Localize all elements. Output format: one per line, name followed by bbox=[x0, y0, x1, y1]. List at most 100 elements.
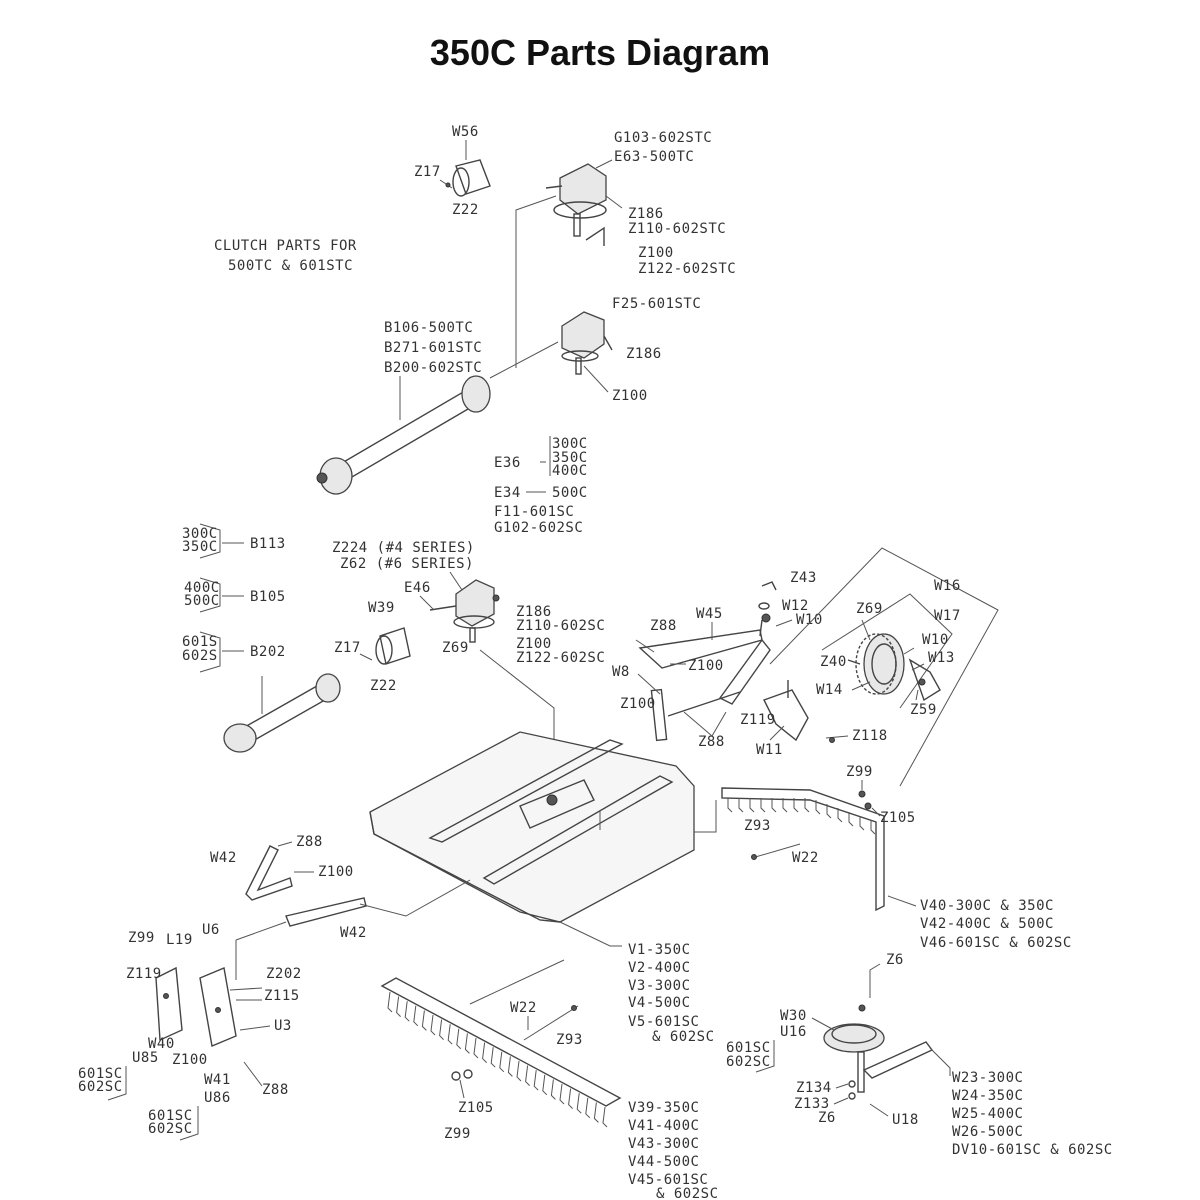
label-e34-500c: 500C bbox=[552, 485, 588, 501]
label-w22-a: W22 bbox=[792, 850, 819, 866]
wheel-assembly-w16 bbox=[769, 547, 999, 787]
blade-hook bbox=[815, 800, 821, 815]
label-v46: V46-601SC & 602SC bbox=[920, 935, 1072, 951]
label-u86-601sc: 601SC bbox=[148, 1108, 193, 1124]
blade-hook bbox=[542, 1074, 548, 1096]
blade-hook bbox=[490, 1047, 496, 1068]
blade-hook bbox=[760, 798, 766, 813]
bracket-assembly-left bbox=[155, 966, 263, 1047]
label-z186-top: Z186 bbox=[628, 206, 664, 222]
label-w14: W14 bbox=[816, 682, 843, 698]
blade-hook bbox=[533, 1070, 539, 1091]
blade-hook bbox=[727, 798, 733, 813]
label-z100-c: Z100 bbox=[516, 636, 552, 652]
label-w56: W56 bbox=[452, 124, 479, 140]
clutch-note-line1: CLUTCH PARTS FOR bbox=[214, 238, 357, 254]
blade-carrier bbox=[823, 1004, 934, 1100]
blade-hook bbox=[602, 1106, 608, 1128]
label-z6-a: Z6 bbox=[886, 952, 904, 968]
label-z186-mid: Z186 bbox=[626, 346, 662, 362]
bracket-w11 bbox=[763, 680, 809, 742]
blade-hook bbox=[396, 996, 401, 1017]
label-z105-b: Z105 bbox=[458, 1100, 494, 1116]
label-z22-top: Z22 bbox=[452, 202, 479, 218]
driveline-b106 bbox=[316, 375, 491, 495]
label-v45: V45-601SC bbox=[628, 1172, 708, 1188]
label-w17: W17 bbox=[934, 608, 961, 624]
blade-hook bbox=[507, 1056, 513, 1077]
blade-hook bbox=[826, 804, 832, 819]
label-b105-500c: 500C bbox=[184, 593, 220, 609]
label-z118: Z118 bbox=[852, 728, 888, 744]
label-e36-400c: 400C bbox=[552, 463, 588, 479]
label-z110-top: Z110-602STC bbox=[628, 221, 726, 237]
label-w23: W23-300C bbox=[952, 1070, 1023, 1086]
label-z59: Z59 bbox=[910, 702, 937, 718]
label-z122-c: Z122-602SC bbox=[516, 650, 605, 666]
blade-hook bbox=[870, 820, 876, 835]
label-z40: Z40 bbox=[820, 654, 847, 670]
label-b200: B200-602STC bbox=[384, 360, 482, 376]
label-z100-e: Z100 bbox=[620, 696, 656, 712]
label-w13: W13 bbox=[928, 650, 955, 666]
label-z100-mid: Z100 bbox=[612, 388, 648, 404]
label-w40: W40 bbox=[148, 1036, 175, 1052]
blade-hook bbox=[771, 798, 777, 813]
blade-hook bbox=[456, 1028, 462, 1050]
label-w12: W12 bbox=[782, 598, 809, 614]
label-z100-top: Z100 bbox=[638, 245, 674, 261]
label-z100-d: Z100 bbox=[688, 658, 724, 674]
label-z88-a: Z88 bbox=[650, 618, 677, 634]
linkage-w45 bbox=[638, 613, 771, 742]
label-z43: Z43 bbox=[790, 570, 817, 586]
blade-hook bbox=[516, 1060, 522, 1082]
blade-hook bbox=[439, 1019, 444, 1040]
label-v45-b: & 602SC bbox=[656, 1186, 719, 1200]
label-z6-b: Z6 bbox=[818, 1110, 836, 1126]
blade-hook bbox=[859, 816, 865, 831]
label-e36: E36 bbox=[494, 455, 521, 471]
label-b113-300c: 300C bbox=[182, 526, 218, 542]
blade-hook bbox=[749, 798, 755, 813]
blade-hook bbox=[793, 798, 799, 813]
label-u3: U3 bbox=[274, 1018, 292, 1034]
label-v40: V40-300C & 350C bbox=[920, 898, 1054, 914]
label-z202: Z202 bbox=[266, 966, 302, 982]
blade-hook bbox=[550, 1079, 556, 1100]
label-w22-b: W22 bbox=[510, 1000, 537, 1016]
label-w26: W26-500C bbox=[952, 1124, 1023, 1140]
label-f25: F25-601STC bbox=[612, 296, 701, 312]
gearbox-top bbox=[545, 163, 607, 246]
label-u86: U86 bbox=[204, 1090, 231, 1106]
label-v42: V42-400C & 500C bbox=[920, 916, 1054, 932]
label-e36-350c: 350C bbox=[552, 450, 588, 466]
blade-hook bbox=[525, 1065, 530, 1086]
blade-hook bbox=[738, 798, 744, 813]
label-w11: W11 bbox=[756, 742, 783, 758]
label-z17-top: Z17 bbox=[414, 164, 441, 180]
link-w42-lower bbox=[285, 897, 367, 927]
label-v39: V39-350C bbox=[628, 1100, 699, 1116]
blade-hook bbox=[387, 991, 393, 1013]
label-v44: V44-500C bbox=[628, 1154, 699, 1170]
label-v3: V3-300C bbox=[628, 978, 691, 994]
blade-hook bbox=[447, 1024, 453, 1045]
label-w39: W39 bbox=[368, 600, 395, 616]
label-z133: Z133 bbox=[794, 1096, 830, 1112]
label-v5-b: & 602SC bbox=[652, 1029, 715, 1045]
label-z110-c: Z110-602SC bbox=[516, 618, 605, 634]
label-w30: W30 bbox=[780, 1008, 807, 1024]
label-z105-a: Z105 bbox=[880, 810, 916, 826]
label-b202-602s: 602S bbox=[182, 648, 218, 664]
label-u85-601sc: 601SC bbox=[78, 1066, 123, 1082]
label-z100-g: Z100 bbox=[172, 1052, 208, 1068]
blade-bar-v40 bbox=[721, 787, 885, 912]
mower-deck bbox=[369, 731, 695, 923]
label-v4: V4-500C bbox=[628, 995, 691, 1011]
label-z99-c: Z99 bbox=[444, 1126, 471, 1142]
label-v43: V43-300C bbox=[628, 1136, 699, 1152]
label-g103: G103-602STC bbox=[614, 130, 712, 146]
label-u16: U16 bbox=[780, 1024, 807, 1040]
blade-hook bbox=[593, 1102, 599, 1123]
